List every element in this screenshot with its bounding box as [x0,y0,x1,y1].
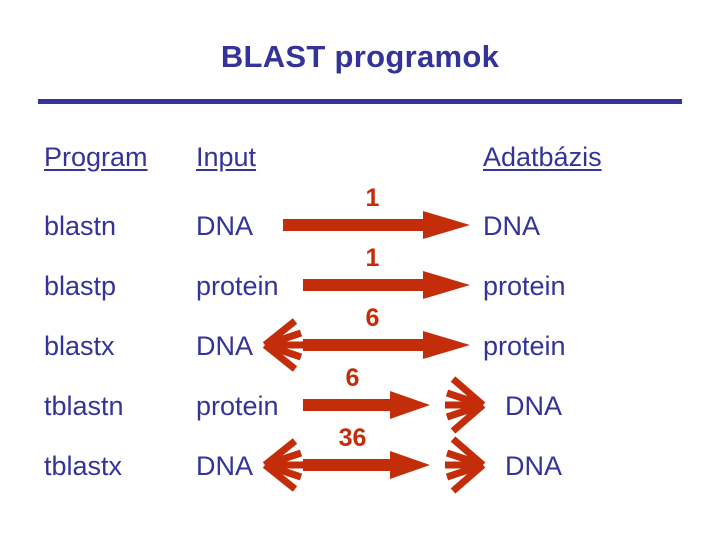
column-header-database-label: Adatbázis [483,142,602,172]
cell-database: DNA [505,391,563,421]
frame-count-label: 6 [345,364,360,392]
cell-database: protein [483,271,566,301]
cell-input: protein [196,271,279,301]
column-header-program: Program [44,140,148,174]
column-header-input: Input [196,140,256,174]
cell-program: tblastn [44,391,124,421]
flow-arrow [255,376,490,436]
cell-input: DNA [196,331,254,361]
column-header-database: Adatbázis [483,140,602,174]
title-divider [38,99,682,104]
page-title: BLAST programok [220,39,500,74]
frame-count-label: 6 [365,304,380,332]
flow-arrow [255,256,490,316]
cell-input: DNA [196,451,254,481]
blast-programs-table: Program Input Adatbázis blastn DNA 1 DNA… [0,140,720,520]
cell-program: blastn [44,211,117,241]
frame-count-label: 1 [365,244,380,272]
flow-arrow [255,316,490,376]
column-header-input-label: Input [196,142,257,172]
right-arrow-icon [303,271,470,299]
right-arrow-icon [303,376,486,434]
right-arrow-icon [262,318,470,372]
right-arrow-icon [283,211,470,239]
table-row: tblastx DNA 36 [0,424,720,496]
frame-count-label: 1 [365,184,380,212]
table-row: blastn DNA 1 DNA [0,184,720,256]
cell-program: blastp [44,271,117,301]
column-header-program-label: Program [44,142,148,172]
cell-input: protein [196,391,279,421]
table-row: blastx DNA 6 protein [0,304,720,376]
cell-program: tblastx [44,451,123,481]
cell-program: blastx [44,331,115,361]
table-row: blastp protein 1 protein [0,244,720,316]
flow-arrow [255,196,490,256]
cell-database: protein [483,331,566,361]
table-row: tblastn protein 6 DNA [0,364,720,436]
frame-count-label: 36 [338,424,367,452]
cell-database: DNA [483,211,541,241]
flow-arrow [255,436,490,496]
cell-input: DNA [196,211,254,241]
cell-database: DNA [505,451,563,481]
right-arrow-icon [262,436,486,494]
